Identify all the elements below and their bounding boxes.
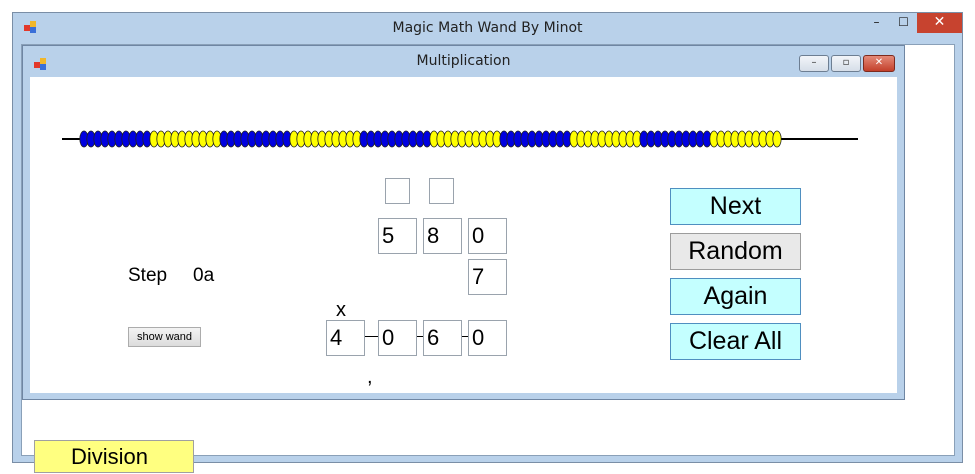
multiplication-window: Multiplication – ▫ ✕ Step 0a show wand 5…	[22, 45, 905, 400]
close-button[interactable]: ✕	[917, 13, 962, 33]
window-controls: – ☐ ✕	[863, 13, 962, 35]
multiplication-client-area: Step 0a show wand 5 8 0 x 7 4 , 0 6 0 Ne…	[30, 77, 897, 393]
show-wand-button[interactable]: show wand	[128, 327, 201, 347]
next-button[interactable]: Next	[670, 188, 801, 225]
result-digit[interactable]: 0	[378, 320, 417, 356]
random-button[interactable]: Random	[670, 233, 801, 270]
multiplicand-digit[interactable]: 0	[468, 218, 507, 254]
child-restore-button[interactable]: ▫	[831, 55, 861, 72]
clear-all-button[interactable]: Clear All	[670, 323, 801, 360]
app-icon	[24, 21, 38, 33]
again-button[interactable]: Again	[670, 278, 801, 315]
result-digit[interactable]: 6	[423, 320, 462, 356]
child-window-title: Multiplication	[416, 53, 511, 69]
multiplicand-digit[interactable]: 5	[378, 218, 417, 254]
minimize-button[interactable]: –	[873, 15, 880, 29]
carry-box[interactable]	[429, 178, 454, 204]
window-title: Magic Math Wand By Minot	[392, 20, 583, 36]
division-button[interactable]: Division	[34, 440, 194, 473]
multiply-operator: x	[336, 299, 346, 321]
result-digit[interactable]: 4	[326, 320, 365, 356]
multiplier-digit[interactable]: 7	[468, 259, 507, 295]
carry-box[interactable]	[385, 178, 410, 204]
multiplicand-digit[interactable]: 8	[423, 218, 462, 254]
wand-bead	[772, 130, 782, 148]
bead-wand	[62, 130, 858, 148]
step-label: Step	[128, 265, 168, 286]
maximize-button[interactable]: ☐	[898, 15, 909, 29]
result-digit[interactable]: 0	[468, 320, 507, 356]
child-window-controls: – ▫ ✕	[799, 55, 895, 72]
child-close-button[interactable]: ✕	[863, 55, 895, 72]
child-app-icon	[34, 58, 48, 70]
thousands-separator: ,	[367, 366, 373, 388]
child-minimize-button[interactable]: –	[799, 55, 829, 72]
step-value: 0a	[193, 265, 215, 286]
